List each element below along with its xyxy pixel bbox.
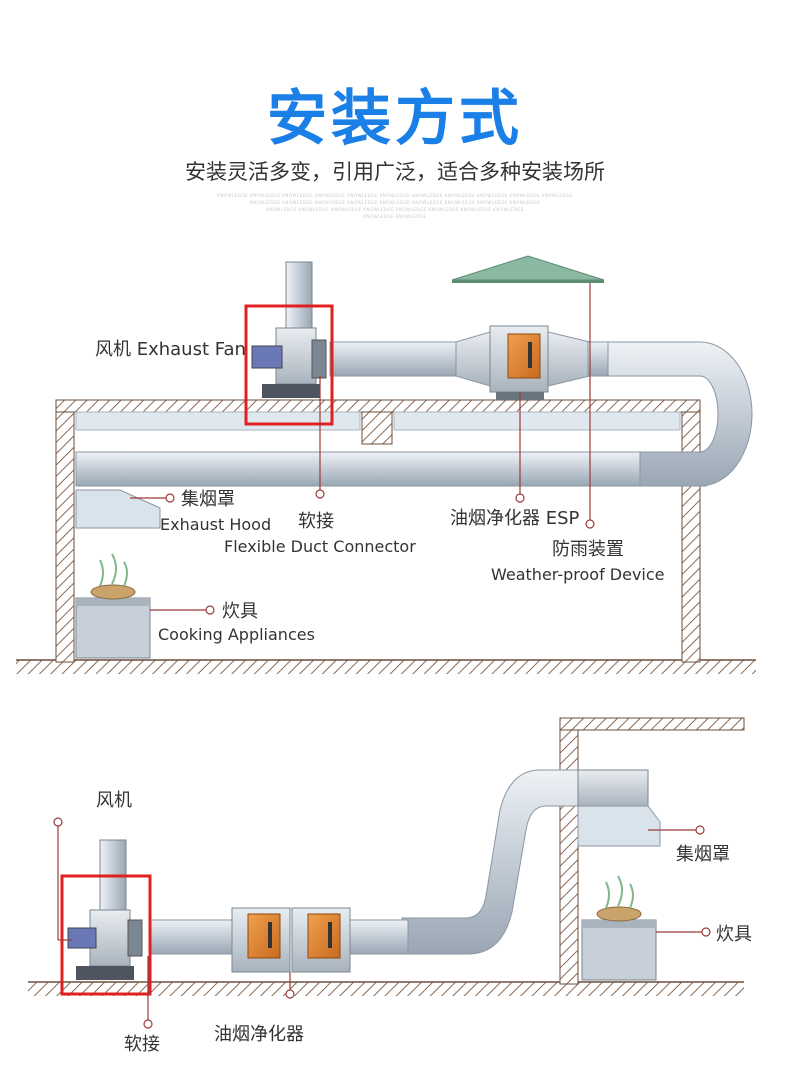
esp-unit-2b: [291, 907, 351, 973]
building-wall-2: [559, 721, 579, 985]
esp-unit: [489, 325, 549, 400]
fan-highlight-box-2: [60, 874, 152, 996]
cooking-appliance: [75, 553, 151, 659]
fine-print-line: KNOWLEDGE KNOWLEDGE KNOWLEDGE KNOWLEDGE …: [266, 207, 524, 212]
cooking-appliance-2: [581, 875, 657, 981]
diagram-rooftop-installation: 风机 Exhaust Fan 集烟罩 Exhaust Hood 软接 Flexi…: [16, 255, 756, 674]
fine-print-line: KNOWLEDGE KNOWLEDGE KNOWLEDGE KNOWLEDGE …: [249, 200, 541, 205]
exhaust-hood-2: [577, 805, 661, 847]
label-connector-cn: 软接: [298, 511, 334, 532]
page-title: 安装方式: [267, 84, 523, 154]
label-esp-2: 油烟净化器: [214, 1024, 304, 1045]
diagram-ground-installation: 风机 集烟罩 炊具 软接 油烟净化器: [28, 717, 752, 1055]
label-exhaust-fan: 风机 Exhaust Fan: [95, 339, 246, 360]
fan-motor-2: [67, 927, 97, 949]
label-hood-en: Exhaust Hood: [160, 515, 271, 534]
roof-duct: [329, 341, 461, 377]
label-fan-2: 风机: [96, 790, 132, 811]
label-weather-en: Weather-proof Device: [491, 565, 665, 584]
exhaust-hood: [75, 489, 161, 529]
exhaust-fan: [251, 261, 327, 398]
leader-lines-2: [53, 817, 711, 1029]
fine-print-line: KNOWLEDGE KNOWLEDGE: [363, 214, 427, 219]
roof-slab: [55, 399, 701, 413]
label-hood-cn: 集烟罩: [181, 489, 235, 510]
duct-bend: [599, 341, 753, 487]
fan-highlight-box: [244, 304, 334, 426]
leader-lines: [130, 376, 595, 615]
label-esp: 油烟净化器 ESP: [450, 508, 580, 529]
right-wall: [681, 399, 701, 663]
label-hood-2: 集烟罩: [676, 844, 730, 865]
label-cooking-cn: 炊具: [222, 601, 258, 622]
label-weather-cn: 防雨装置: [552, 539, 624, 560]
indoor-duct: [75, 451, 707, 487]
beam: [361, 411, 393, 445]
ceiling-slab-2: [559, 717, 745, 731]
fan-motor: [251, 345, 283, 369]
exhaust-fan-2: [67, 839, 143, 980]
ground-hatch: [16, 660, 756, 674]
label-cooking-2: 炊具: [716, 924, 752, 945]
left-wall: [55, 399, 75, 663]
ground-hatch-2: [28, 982, 744, 996]
esp-unit-2a: [231, 907, 291, 973]
label-cooking-en: Cooking Appliances: [158, 625, 315, 644]
weather-proof-cap: [451, 255, 605, 520]
page-subtitle: 安装灵活多变，引用广泛，适合多种安装场所: [185, 160, 605, 184]
fine-print-line: KNOWLEDGE KNOWLEDGE KNOWLEDGE KNOWLEDGE …: [217, 193, 573, 198]
label-connector-2: 软接: [124, 1034, 160, 1055]
label-connector-en: Flexible Duct Connector: [224, 537, 416, 556]
